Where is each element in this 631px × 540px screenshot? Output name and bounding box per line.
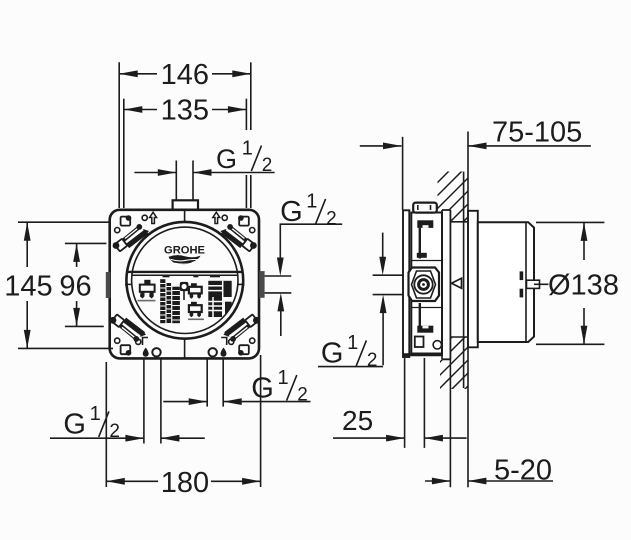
svg-text:Ø138: Ø138 <box>548 270 619 302</box>
svg-text:96: 96 <box>59 270 91 302</box>
svg-text:GROHE: GROHE <box>164 245 205 257</box>
svg-text:180: 180 <box>161 467 209 499</box>
svg-text:1: 1 <box>347 332 358 354</box>
svg-text:2: 2 <box>297 385 308 406</box>
svg-text:1: 1 <box>306 191 317 213</box>
svg-text:75-105: 75-105 <box>492 116 582 148</box>
svg-text:1: 1 <box>90 403 101 425</box>
svg-text:G: G <box>280 196 303 228</box>
svg-text:1: 1 <box>242 137 253 159</box>
svg-text:1: 1 <box>278 367 289 389</box>
svg-text:2: 2 <box>109 421 120 442</box>
svg-text:G: G <box>216 144 237 174</box>
svg-text:145: 145 <box>4 270 52 302</box>
svg-text:25: 25 <box>342 405 373 436</box>
svg-text:146: 146 <box>161 59 209 91</box>
svg-text:G: G <box>321 338 344 370</box>
svg-text:135: 135 <box>161 95 209 127</box>
svg-text:2: 2 <box>367 350 378 371</box>
svg-text:5-20: 5-20 <box>494 454 552 486</box>
svg-text:G: G <box>63 409 86 441</box>
svg-text:G: G <box>251 372 274 404</box>
svg-text:2: 2 <box>326 208 337 229</box>
svg-text:2: 2 <box>262 155 273 176</box>
